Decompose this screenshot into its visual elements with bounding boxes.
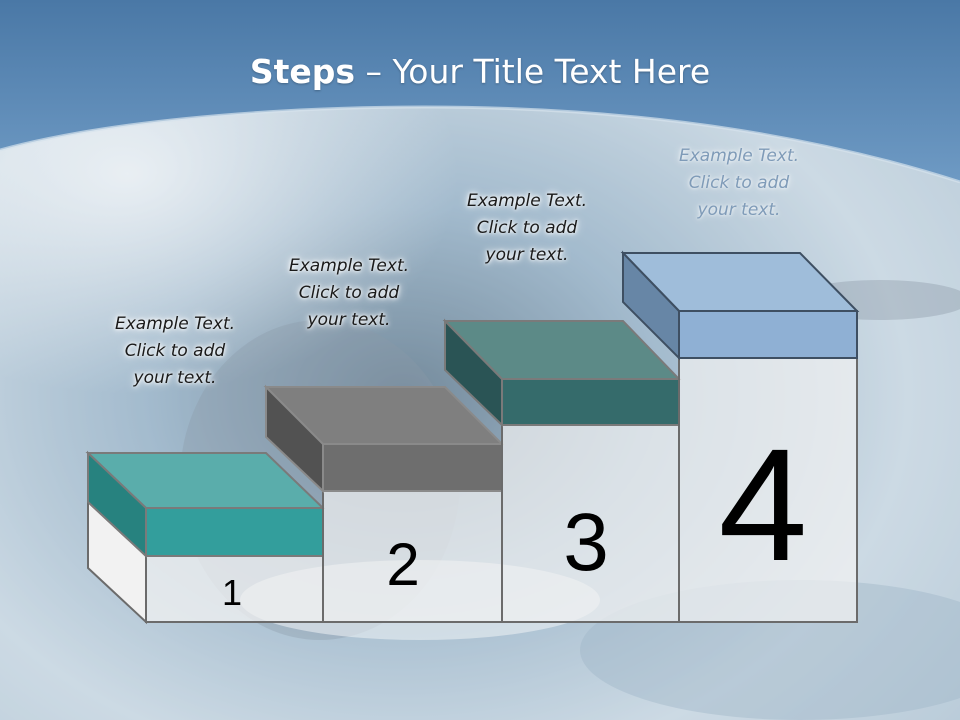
step-1-riser <box>145 555 324 623</box>
caption-line: your text. <box>307 310 391 330</box>
step-4[interactable]: 4 <box>620 250 860 623</box>
caption-line: Click to add <box>124 341 226 361</box>
caption-line: Click to add <box>688 173 790 193</box>
step-3-caption[interactable]: Example Text. Click to add your text. <box>437 188 617 269</box>
step-3-number: 3 <box>563 497 609 588</box>
caption-line: Example Text. <box>114 314 236 334</box>
caption-line: Click to add <box>298 283 400 303</box>
caption-line: your text. <box>485 245 569 265</box>
caption-line: your text. <box>697 200 781 220</box>
step-1-block-front <box>145 507 324 557</box>
step-3-riser <box>501 424 680 623</box>
caption-line: your text. <box>133 368 217 388</box>
caption-line: Example Text. <box>288 256 410 276</box>
caption-line: Example Text. <box>678 146 800 166</box>
step-4-block-front <box>678 310 858 359</box>
step-4-caption[interactable]: Example Text. Click to add your text. <box>649 143 829 224</box>
step-2[interactable]: 2 <box>263 384 505 623</box>
step-2-caption[interactable]: Example Text. Click to add your text. <box>259 253 439 334</box>
step-1-caption[interactable]: Example Text. Click to add your text. <box>85 311 265 392</box>
caption-line: Example Text. <box>466 191 588 211</box>
step-4-number: 4 <box>719 415 808 594</box>
caption-line: Click to add <box>476 218 578 238</box>
step-2-riser <box>322 490 503 623</box>
step-2-block-front <box>322 443 503 492</box>
step-4-riser <box>678 357 858 623</box>
step-2-number: 2 <box>386 531 419 598</box>
step-3-block-front <box>501 378 680 426</box>
step-1-number: 1 <box>222 572 242 613</box>
step-1[interactable]: 1 <box>85 450 326 625</box>
step-3[interactable]: 3 <box>442 318 682 623</box>
page-title[interactable]: Steps – Your Title Text Here <box>249 52 711 91</box>
